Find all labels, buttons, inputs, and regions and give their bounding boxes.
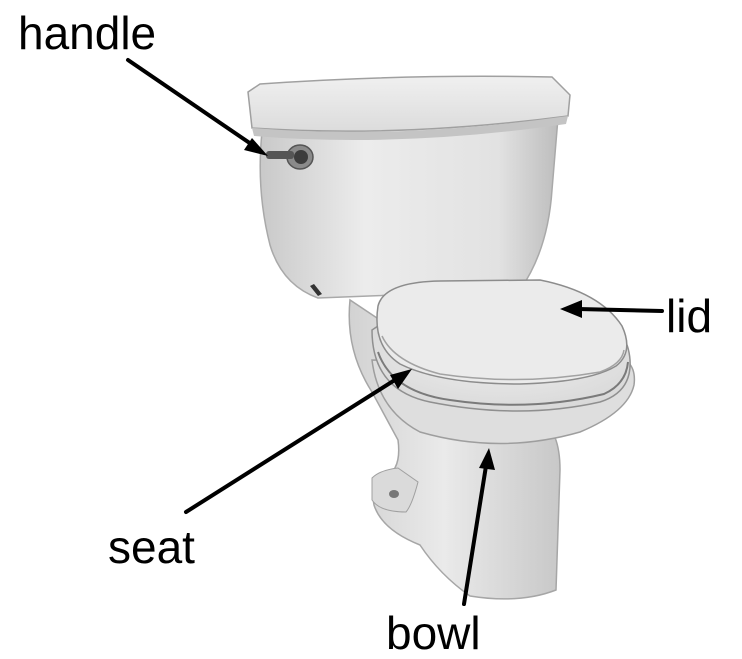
lid-shape [377,280,627,384]
handle-arrow-line [128,60,254,146]
tank [248,76,570,298]
handle-label: handle [18,10,156,56]
bowl-label: bowl [386,610,481,656]
lid-label: lid [666,293,712,339]
seat-arrow-line [186,378,398,512]
lid-arrow-line [578,309,662,311]
seat-label: seat [108,524,195,570]
